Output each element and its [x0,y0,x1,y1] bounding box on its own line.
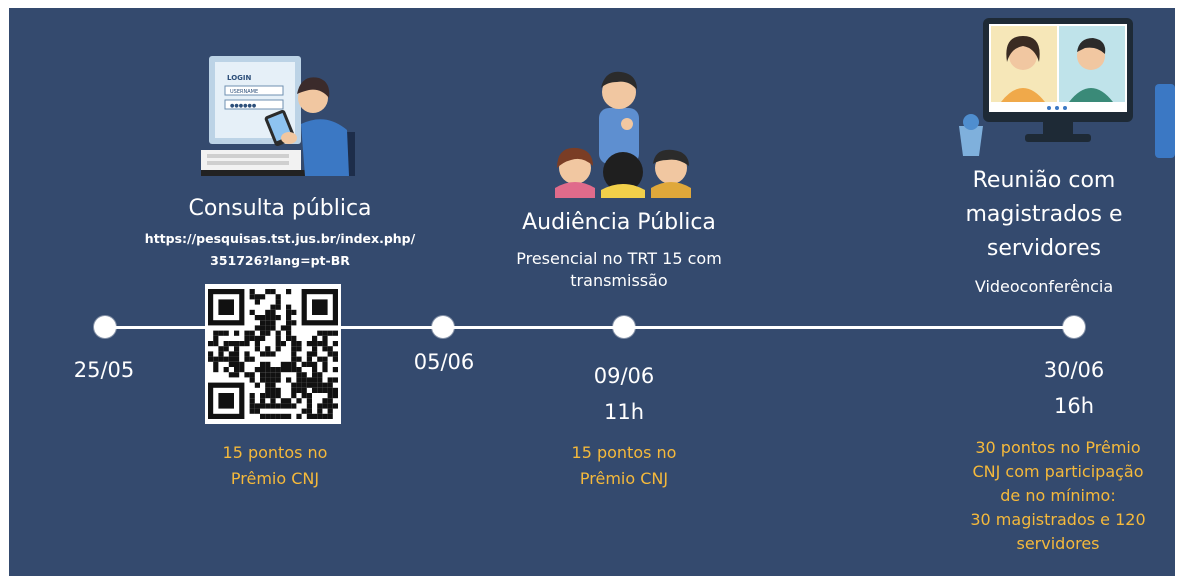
reuniao-subtitle: Videoconferência [974,277,1114,296]
timeline-dot-0906 [613,316,635,338]
date-2505: 25/05 [73,358,135,382]
audiencia-subtitle-line2: transmissão [570,271,668,290]
audiencia-points-line2: Prêmio CNJ [579,469,669,488]
date-0506: 05/06 [413,350,475,374]
reuniao-points-line2: CNJ com participação [972,462,1144,481]
time-11h: 11h [603,400,645,424]
audience-people-icon [549,71,697,198]
username-label: USERNAME [230,89,258,95]
reuniao-title-line3: servidores [986,236,1102,261]
laptop-login-icon: LOGIN USERNAME ●●●●●● [201,56,355,176]
login-label: LOGIN [227,74,252,82]
consulta-url-line1[interactable]: https://pesquisas.tst.jus.br/index.php/ [144,231,416,246]
consulta-points-line1: 15 pontos no [222,443,328,462]
timeline-line [105,326,205,329]
video-conference-icon [959,18,1175,158]
consulta-url-line2[interactable]: 351726?lang=pt-BR [210,253,350,268]
audiencia-subtitle-line1: Presencial no TRT 15 com [516,249,722,268]
timeline-dot-3006 [1063,316,1085,338]
time-16h: 16h [1053,394,1095,418]
consulta-points-line2: Prêmio CNJ [230,469,320,488]
reuniao-points-line4: 30 magistrados e 120 [970,510,1146,529]
timeline-dot-0506 [432,316,454,338]
reuniao-points-line1: 30 pontos no Prêmio [975,438,1141,457]
reuniao-title-line2: magistrados e [965,202,1123,227]
audiencia-publica-title: Audiência Pública [522,210,716,235]
date-0906: 09/06 [593,364,655,388]
audiencia-points-line1: 15 pontos no [571,443,677,462]
timeline-dot-2505 [94,316,116,338]
password-mask: ●●●●●● [230,103,257,109]
qr-code-icon[interactable] [205,284,341,424]
consulta-publica-title: Consulta pública [188,196,372,221]
timeline-panel: LOGIN USERNAME ●●●●●● Consulta pública h… [9,8,1175,576]
date-3006: 30/06 [1043,358,1105,382]
timeline-line [341,326,1075,329]
reuniao-points-line5: servidores [1016,534,1100,553]
reuniao-points-line3: de no mínimo: [1000,486,1116,505]
reuniao-title-line1: Reunião com [972,168,1116,193]
